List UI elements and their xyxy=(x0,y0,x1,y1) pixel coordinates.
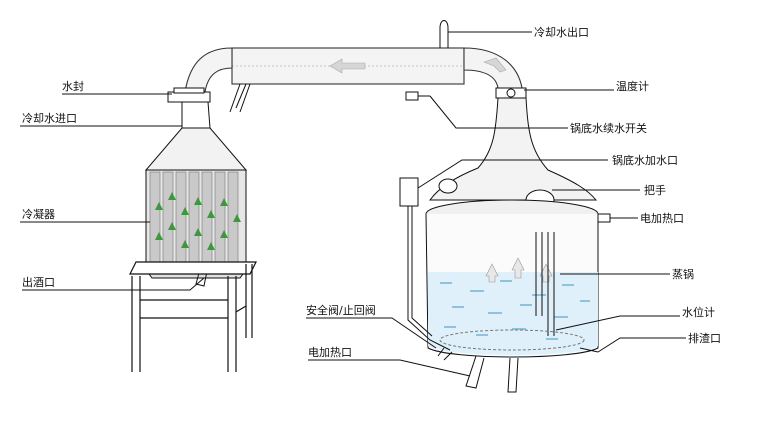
fill-inlet[interactable] xyxy=(438,178,458,194)
label-heating-port-right: 电加热口 xyxy=(640,212,684,225)
label-condenser: 冷凝器 xyxy=(22,207,55,221)
bottom-ports xyxy=(437,347,599,393)
label-safety-valve: 安全阀/止回阀 xyxy=(306,303,376,317)
annotations: 冷却水出口 水封 温度计 冷却水进口 锅底水续水开关 锅底水加水口 把手 电加热… xyxy=(20,25,721,377)
label-fill-inlet: 锅底水加水口 xyxy=(612,153,678,167)
label-water-level-gauge: 水位计 xyxy=(682,305,715,319)
label-refill-switch: 锅底水续水开关 xyxy=(570,121,647,135)
condenser xyxy=(144,101,248,287)
refill-pipe xyxy=(399,177,451,351)
thermometer xyxy=(495,87,527,99)
label-water-seal: 水封 xyxy=(62,79,84,93)
label-steamer-pot: 蒸锅 xyxy=(672,268,694,281)
label-heating-port-bottom: 电加热口 xyxy=(308,346,352,359)
heating-port-right[interactable] xyxy=(597,213,611,223)
steamer-dome xyxy=(429,97,598,211)
label-slag-discharge: 排渣口 xyxy=(688,331,721,345)
label-cooling-water-outlet: 冷却水出口 xyxy=(534,25,589,39)
steamer-pot xyxy=(425,199,611,358)
label-cooling-water-inlet: 冷却水进口 xyxy=(22,112,77,125)
condenser-stand xyxy=(129,261,257,372)
flow-arrow-bend xyxy=(483,57,507,73)
label-liquor-outlet: 出酒口 xyxy=(22,275,55,289)
water-seal-cap xyxy=(167,87,211,103)
label-handle: 把手 xyxy=(644,183,666,197)
refill-switch[interactable] xyxy=(405,91,430,101)
flow-arrow-left xyxy=(329,58,366,74)
label-thermometer: 温度计 xyxy=(616,79,649,93)
top-pipe xyxy=(184,20,523,113)
